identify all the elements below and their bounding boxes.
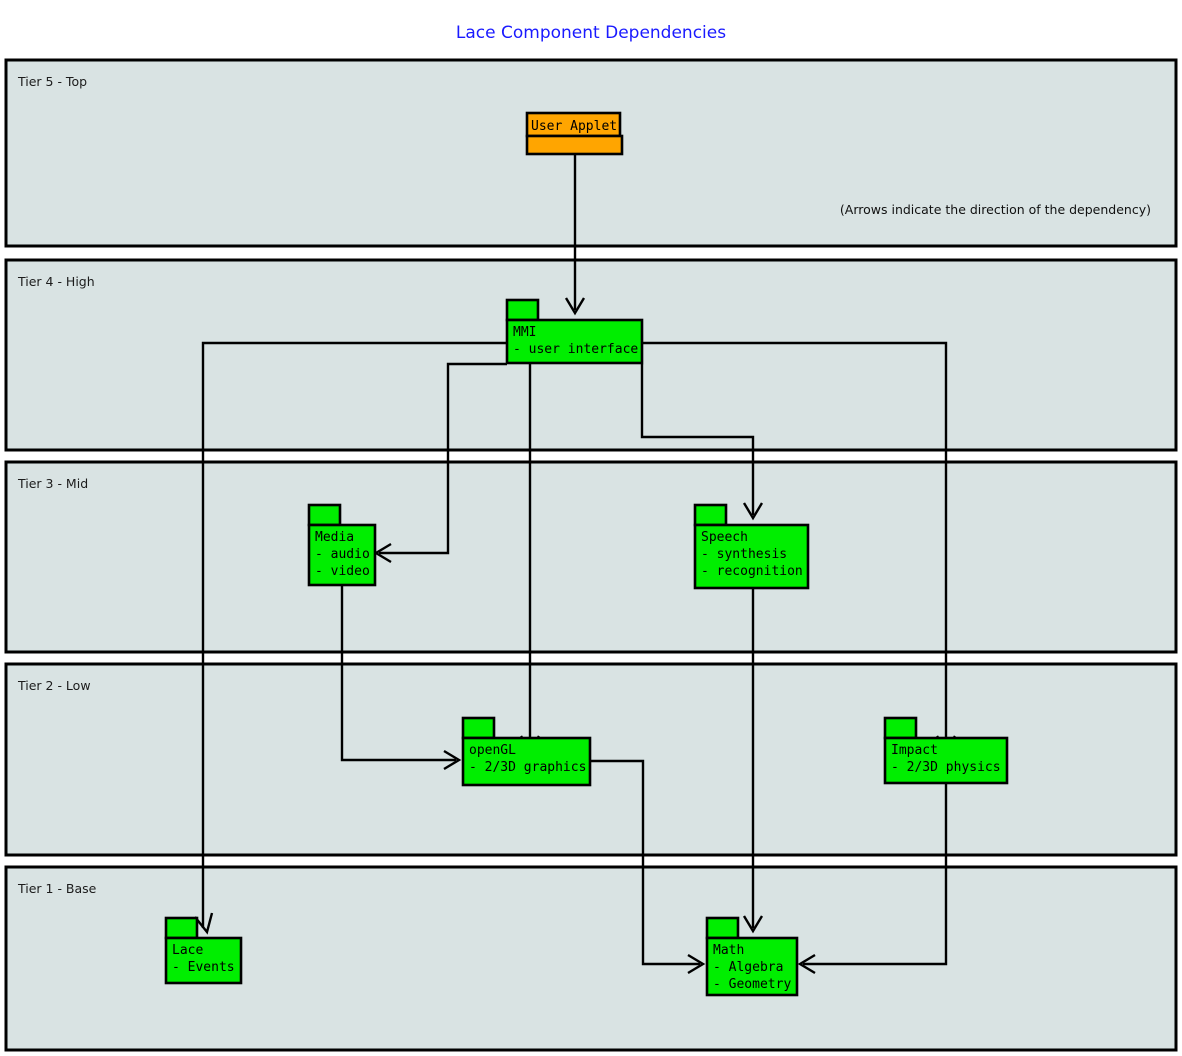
tier-tier4: Tier 4 - High [4,258,1178,452]
package-label: User Applet [531,119,617,134]
arrow-head [443,749,462,771]
arrow-head [742,502,764,521]
connector-user-applet-to-mmi [564,154,586,316]
package-label: MMI [513,325,536,340]
connector-speech-to-math [742,588,764,934]
arrow-head [742,915,764,934]
tier-label: Tier 5 - Top [17,74,87,89]
package-lace[interactable]: Lace - Events [164,916,243,985]
tier-box [4,258,1178,452]
connector-line [803,783,948,966]
package-body [525,134,624,156]
package-opengl[interactable]: openGL - 2/3D graphics [461,716,592,787]
tier-label: Tier 2 - Low [17,678,91,693]
connector-mmi-to-speech [640,364,764,521]
package-tab [461,716,496,740]
tier-tier3: Tier 3 - Mid [4,460,1178,654]
package-detail: - audio [315,547,370,562]
tier-label: Tier 1 - Base [17,881,97,896]
package-detail: - Events [172,960,235,975]
package-label: Math [713,943,744,958]
tier-label: Tier 3 - Mid [17,476,88,491]
package-label: Lace [172,943,203,958]
package-tab [505,298,540,322]
connector-line [201,341,507,928]
package-label: Impact [891,743,938,758]
arrow-head [564,297,586,316]
connector-line [379,362,507,555]
package-tab [693,503,728,527]
package-tab [164,916,199,940]
page-title: Lace Component Dependencies [456,23,726,43]
connector-media-to-opengl [340,585,462,771]
package-body [164,936,243,985]
connector-line [640,364,755,515]
package-detail: - video [315,564,370,579]
package-mmi[interactable]: MMI - user interface [505,298,644,365]
package-body [883,736,1009,785]
connector-line [642,341,948,748]
arrow-head [194,912,214,935]
package-media[interactable]: Media - audio - video [307,503,377,587]
package-label: openGL [469,743,516,758]
package-speech[interactable]: Speech - synthesis - recognition [693,503,810,590]
package-math[interactable]: Math - Algebra - Geometry [705,916,799,997]
package-body [461,736,592,787]
package-detail: - Geometry [713,977,791,992]
package-impact[interactable]: Impact - 2/3D physics [883,716,1009,785]
package-label: Speech [701,530,748,545]
package-detail: - 2/3D graphics [469,760,586,775]
connector-impact-to-math [797,783,948,975]
connector-line [340,585,456,762]
package-user-applet[interactable]: User Applet [525,111,624,156]
tier-label: Tier 4 - High [17,274,95,289]
package-body [705,936,799,997]
legend-note: (Arrows indicate the direction of the de… [840,202,1151,217]
package-detail: - Algebra [713,960,783,975]
arrow-head [687,953,706,975]
package-tab [307,503,342,527]
package-detail: - recognition [701,564,803,579]
package-body [505,318,644,365]
package-detail: - user interface [513,342,638,357]
package-detail: - synthesis [701,547,787,562]
package-detail: - 2/3D physics [891,760,1001,775]
package-body [307,523,377,587]
arrow-head [797,953,816,975]
package-label: Media [315,530,354,545]
tier-box [4,460,1178,654]
connector-mmi-to-lace [194,341,507,935]
package-tab [705,916,740,940]
package-body [693,523,810,590]
package-tab [883,716,918,740]
connector-line [590,759,700,966]
connector-opengl-to-math [590,759,706,975]
